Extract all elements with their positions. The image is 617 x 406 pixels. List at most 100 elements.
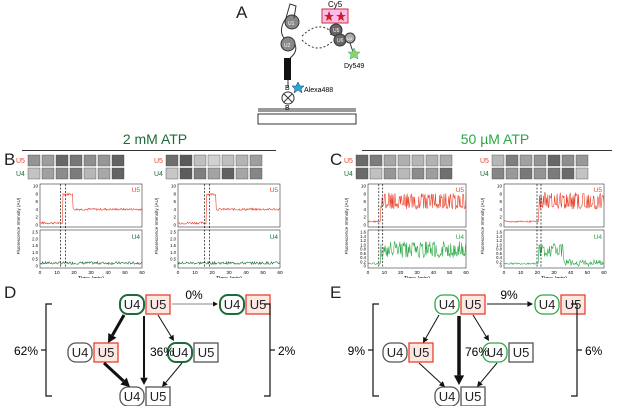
rt-u4-box bbox=[534, 294, 560, 315]
u4-axes bbox=[503, 229, 605, 269]
alexa488-label: Alexa488 bbox=[304, 87, 333, 94]
right-percent: 6% bbox=[585, 344, 603, 358]
left-u4-box bbox=[382, 342, 408, 363]
u5-axes bbox=[39, 183, 143, 228]
panel-a-schematic: B B Alexa488 U2 U1 Cy5 U5 U6 U4 Dy549 bbox=[257, 0, 364, 125]
frame-thumbnail bbox=[369, 154, 383, 167]
frame-thumbnail bbox=[355, 167, 369, 180]
frame-thumbnail bbox=[505, 167, 519, 180]
strip-label-u4: U4 bbox=[154, 171, 163, 178]
u5-label: U5 bbox=[333, 28, 340, 34]
frame-thumbnail bbox=[561, 154, 575, 167]
u4-trace-label: U4 bbox=[132, 234, 141, 241]
arrow-left-bottom bbox=[418, 362, 442, 384]
frame-thumbnail bbox=[547, 154, 561, 167]
u5-tick-label: 2 bbox=[363, 215, 366, 220]
frame-thumbnail bbox=[193, 167, 207, 180]
x-tick-label: 10 bbox=[518, 270, 524, 276]
u4-tick-label: 0.6 bbox=[496, 251, 502, 256]
u4-tick-label: 2.0 bbox=[32, 236, 38, 241]
dashed-arrow bbox=[301, 39, 335, 49]
arrow-left-bottom bbox=[102, 361, 125, 383]
u4-tick-label: 0.4 bbox=[496, 255, 502, 260]
u4-tick-label: 1.6 bbox=[360, 230, 366, 235]
u4-axes bbox=[39, 229, 143, 269]
y-axis-label: Fluorescence Intensity (AU) bbox=[480, 197, 485, 254]
u5-tick-label: 2 bbox=[35, 215, 38, 220]
frame-thumbnail bbox=[27, 167, 41, 180]
u5-tick-label: 0 bbox=[173, 223, 176, 228]
left-u4-label: U4 bbox=[72, 345, 89, 360]
top-u4-box bbox=[119, 294, 145, 315]
top-u4-box bbox=[434, 294, 460, 315]
u5-tick-label: 6 bbox=[35, 199, 38, 204]
u5-tick-label: 2 bbox=[173, 215, 176, 220]
u4-tick-label: 0.6 bbox=[360, 251, 366, 256]
u4-trace-line bbox=[503, 243, 605, 267]
u1-snrnp bbox=[284, 14, 300, 30]
rm-u4-box bbox=[167, 342, 193, 363]
middle-percent: 76% bbox=[465, 345, 489, 359]
u4-trace-line bbox=[39, 260, 143, 266]
u4-tick-label: 1.5 bbox=[32, 243, 38, 248]
u4-tick-label: 1.0 bbox=[32, 250, 38, 255]
bracket-left bbox=[45, 303, 52, 397]
x-tick-label: 20 bbox=[71, 270, 77, 276]
frame-thumbnail bbox=[575, 167, 589, 180]
arrow-left-head bbox=[423, 336, 429, 343]
right-percent: 2% bbox=[278, 344, 296, 358]
strip-label-u5: U5 bbox=[16, 158, 25, 165]
frame-thumbnail bbox=[561, 167, 575, 180]
header-rule-left bbox=[22, 150, 276, 151]
bottom-u4-box bbox=[434, 386, 460, 406]
frame-thumbnail bbox=[505, 154, 519, 167]
x-tick-label: 40 bbox=[243, 270, 249, 276]
top-u5-box bbox=[460, 294, 486, 315]
arrow-top-head bbox=[527, 301, 533, 307]
u4-tick-label: 0 bbox=[364, 264, 367, 269]
frame-thumbnail bbox=[179, 154, 193, 167]
x-tick-label: 30 bbox=[414, 270, 420, 276]
slide-base bbox=[257, 113, 357, 125]
bottom-u4-box bbox=[119, 386, 145, 406]
left-u4-label: U4 bbox=[387, 345, 404, 360]
u5-trace-label: U5 bbox=[456, 187, 465, 194]
bottom-u5-label: U5 bbox=[150, 389, 167, 404]
u5-tick-label: 4 bbox=[35, 207, 38, 212]
frame-thumbnail bbox=[235, 167, 249, 180]
frame-thumbnail bbox=[207, 167, 221, 180]
u4-tick-label: 0.5 bbox=[170, 257, 176, 262]
frame-thumbnail bbox=[383, 154, 397, 167]
frame-thumbnail bbox=[411, 167, 425, 180]
arrow-left-head bbox=[108, 333, 117, 343]
arrow-right-head bbox=[483, 334, 489, 341]
y-axis-label: Fluorescence Intensity (AU) bbox=[344, 197, 349, 254]
x-tick-label: 60 bbox=[463, 270, 469, 276]
frame-thumbnail bbox=[491, 167, 505, 180]
rm-u5-box bbox=[193, 342, 219, 363]
frame-thumbnail bbox=[165, 167, 179, 180]
left-u5-label: U5 bbox=[413, 345, 430, 360]
u5-tick-label: 6 bbox=[499, 199, 502, 204]
u5-tick-label: 10 bbox=[33, 184, 39, 189]
x-tick-label: 0 bbox=[177, 270, 180, 276]
u5-trace-label: U5 bbox=[132, 187, 141, 194]
arrow-right bbox=[157, 314, 172, 337]
bottom-u4-label: U4 bbox=[439, 389, 456, 404]
y-axis-label: Fluorescence Intensity (AU) bbox=[16, 197, 21, 254]
bottom-u5-box bbox=[460, 386, 486, 406]
x-tick-label: 40 bbox=[568, 270, 574, 276]
frame-thumbnail bbox=[193, 154, 207, 167]
frame-thumbnail bbox=[397, 154, 411, 167]
frame-thumbnail bbox=[425, 154, 439, 167]
top-u4-label: U4 bbox=[124, 297, 141, 312]
arrow-middle-head bbox=[453, 375, 465, 385]
u5-trace-line bbox=[177, 192, 281, 225]
u4-label: U4 bbox=[347, 36, 353, 41]
u5-tick-label: 10 bbox=[171, 184, 177, 189]
bracket-left bbox=[372, 303, 379, 397]
x-tick-label: 50 bbox=[260, 270, 266, 276]
u4-axes bbox=[177, 229, 281, 269]
u4-tick-label: 1.6 bbox=[496, 230, 502, 235]
